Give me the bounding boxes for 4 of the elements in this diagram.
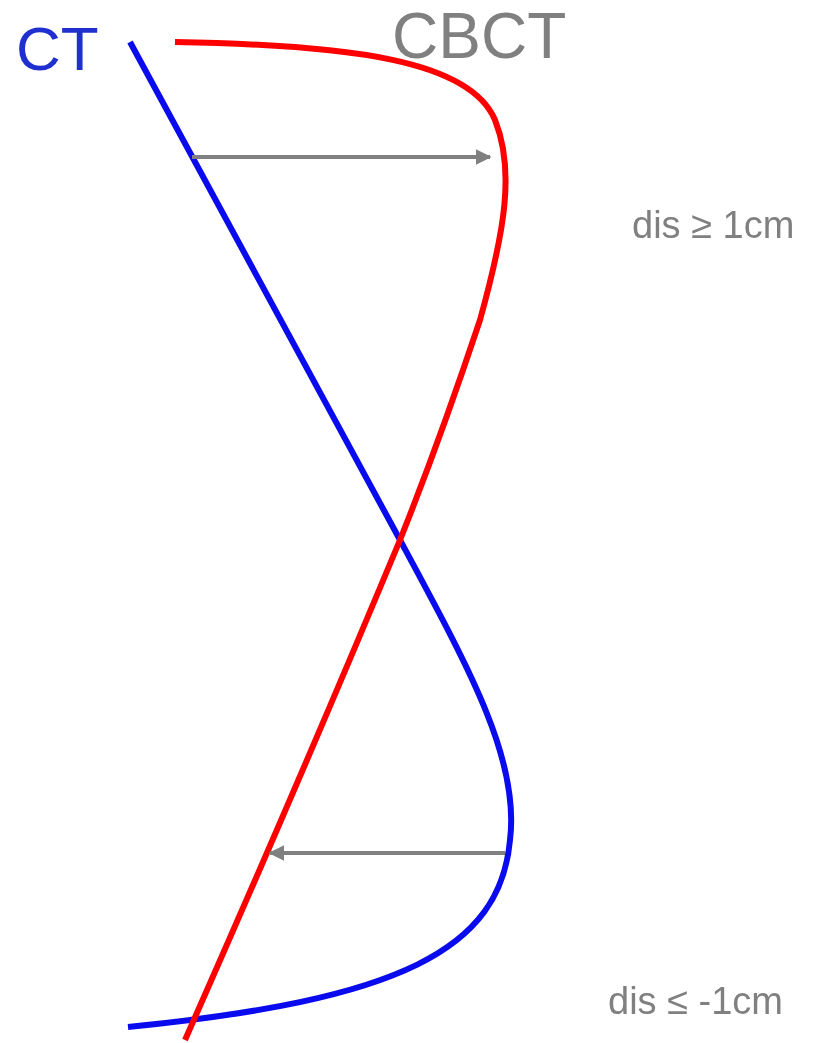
curve-label: CT [16,18,99,80]
distance-label: dis ≤ -1cm [608,982,783,1020]
curve-label: CBCT [392,4,567,68]
distance-label: dis ≥ 1cm [632,206,795,244]
